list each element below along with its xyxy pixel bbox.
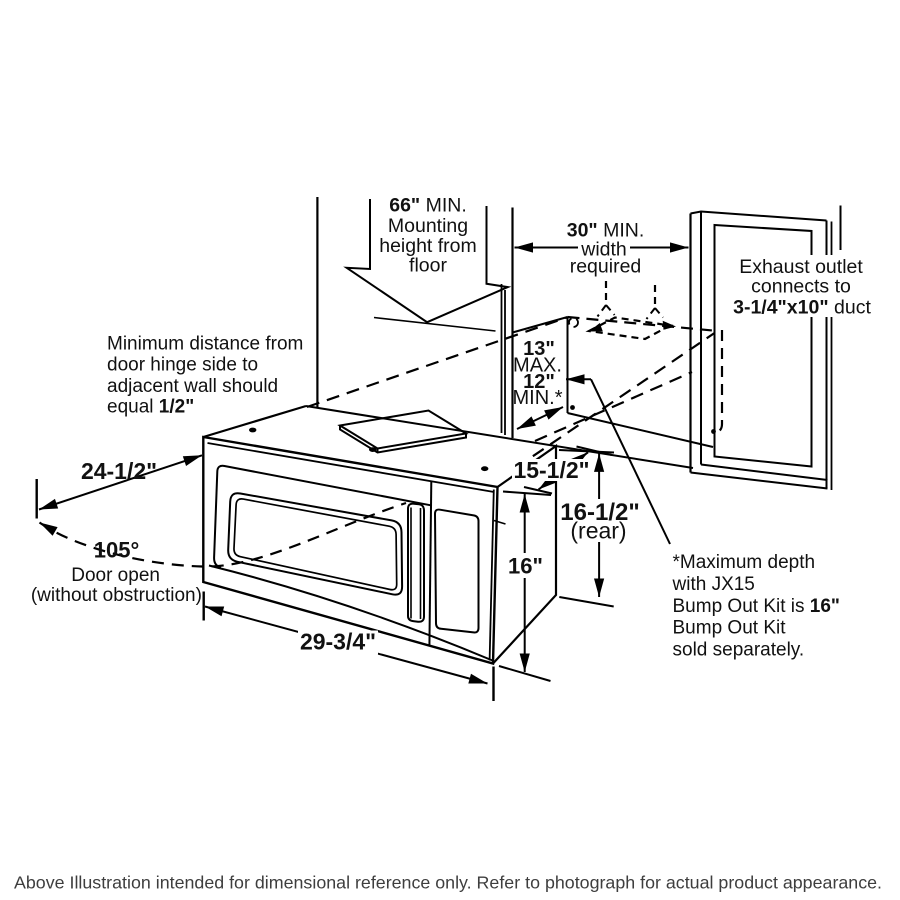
- bg-16half: [558, 499, 642, 542]
- duct-transition-lines: [596, 304, 664, 320]
- footnote-line5: sold separately.: [673, 640, 805, 661]
- label-16: 16": [508, 554, 543, 579]
- duct-adapter-plate-side: [339, 425, 467, 454]
- wall-and-niche: [305, 197, 724, 469]
- bg-exhaust: [731, 255, 873, 317]
- label-door-open-note: (without obstruction): [31, 585, 202, 606]
- labels: 66" MIN. Mounting height from floor 30" …: [14, 195, 882, 893]
- caption: Above Illustration intended for dimensio…: [14, 873, 882, 893]
- door-outline: [213, 464, 431, 569]
- exhaust-line1: Exhaust outlet: [739, 256, 863, 278]
- label-29threequarter: 29-3/4": [300, 628, 376, 654]
- depth-max-label: MAX.: [513, 355, 562, 377]
- label-footnote: *Maximum depth with JX15 Bump Out Kit is…: [672, 552, 840, 661]
- niche-back-right-edge-hidden: [714, 330, 724, 434]
- mounting-height-callout-arrow: [343, 199, 512, 324]
- front-top-lip-line: [207, 442, 495, 493]
- label-exhaust: Exhaust outlet connects to 3-1/4"x10" du…: [733, 256, 871, 319]
- label-105deg: 105°: [94, 538, 140, 563]
- mounting-height-line2: Mounting: [388, 215, 468, 237]
- door-window-outer: [227, 492, 404, 596]
- cabinet-top-edge: [690, 210, 827, 222]
- footnote-leader-line: [590, 378, 671, 545]
- min-distance-line2: door hinge side to: [107, 355, 258, 376]
- mounting-height-line4: floor: [409, 255, 447, 277]
- cabinet-inner-panel: [713, 223, 813, 468]
- duct-flow-arrow-left-icon: [589, 323, 603, 332]
- label-backgrounds: [298, 238, 873, 655]
- side-trim-tick: [493, 519, 506, 525]
- niche-floor-front-edge: [305, 405, 694, 469]
- door-swing-arc: [38, 501, 407, 568]
- mounting-height-line1: 66" MIN.: [389, 195, 467, 217]
- tick-16-bottom: [498, 665, 551, 682]
- bg-15half: [512, 459, 591, 481]
- niche-back-top-edge-hidden: [567, 315, 719, 333]
- min-distance-line3: adjacent wall should: [107, 376, 278, 397]
- exhaust-line3: 3-1/4"x10" duct: [733, 297, 871, 319]
- label-24half: 24-1/2": [81, 458, 157, 484]
- control-panel-inset: [433, 508, 480, 634]
- bg-29threequarter: [298, 630, 378, 655]
- tick-15half-low: [523, 486, 553, 495]
- label-width-required: 30" MIN. width required: [567, 220, 645, 278]
- label-mounting-height: 66" MIN. Mounting height from floor: [379, 195, 477, 277]
- label-min-distance: Minimum distance from door hinge side to…: [107, 334, 303, 418]
- duct-flow-arrow-right-icon: [662, 320, 676, 330]
- cabinet-bottom-outer-edge: [690, 471, 828, 490]
- label-depth-minmax: 13" MAX. 12" MIN.*: [513, 338, 563, 409]
- hidden-niche-diagonal-long: [514, 332, 716, 469]
- footnote-line1: *Maximum depth: [673, 552, 816, 573]
- niche-top-left-depth-edge: [512, 316, 568, 334]
- tick-16half-bottom: [559, 596, 614, 608]
- exhaust-line2: connects to: [751, 276, 851, 298]
- label-door-open: Door open: [71, 565, 160, 586]
- hidden-wall-diagonal: [306, 316, 568, 409]
- leader-dot-niche: [570, 405, 575, 410]
- min-distance-line4: equal 1/2": [107, 397, 194, 418]
- footnote-line3: Bump Out Kit is 16": [673, 596, 840, 617]
- top-vent-hole-1: [249, 427, 257, 433]
- depth-max-value: 13": [523, 338, 555, 360]
- footnote-line2: with JX15: [672, 574, 755, 595]
- door-window-inner: [233, 498, 398, 591]
- tick-16-top: [502, 490, 552, 496]
- top-vent-hole-3: [481, 466, 489, 472]
- bg-16: [504, 553, 547, 578]
- duct-round-collar: [568, 317, 579, 328]
- niche-floor-back-edge: [567, 412, 714, 448]
- mounting-height-line3: height from: [379, 235, 477, 257]
- min-distance-line1: Minimum distance from: [107, 334, 303, 355]
- right-cabinet: [689, 205, 842, 490]
- footnote-line4: Bump Out Kit: [673, 618, 787, 639]
- depth-min-label: MIN.*: [513, 387, 563, 409]
- label-15half: 15-1/2": [513, 457, 589, 483]
- cabinet-bottom-inner-edge: [700, 463, 828, 481]
- width-required-line3: required: [570, 256, 642, 278]
- front-right-edge-inner: [488, 489, 495, 661]
- bg-width-label: [578, 238, 630, 258]
- top-left-depth-edge: [202, 404, 307, 439]
- door-swing-arrow-icon: [39, 522, 58, 536]
- tick-16half-top: [558, 449, 615, 454]
- hidden-niche-diagonal-short: [534, 370, 693, 443]
- label-16half-note: (rear): [570, 518, 626, 544]
- dim-line-24half: [38, 454, 203, 511]
- exhaust-duct: [568, 281, 674, 341]
- depth-min-value: 12": [523, 371, 555, 393]
- label-16half: 16-1/2": [560, 499, 639, 526]
- width-required-line1: 30" MIN.: [567, 220, 645, 242]
- mounting-height-line: [373, 316, 496, 332]
- dim-line-depth-minmax: [516, 406, 564, 430]
- microwave: [202, 404, 558, 666]
- width-required-line2: width: [580, 239, 627, 261]
